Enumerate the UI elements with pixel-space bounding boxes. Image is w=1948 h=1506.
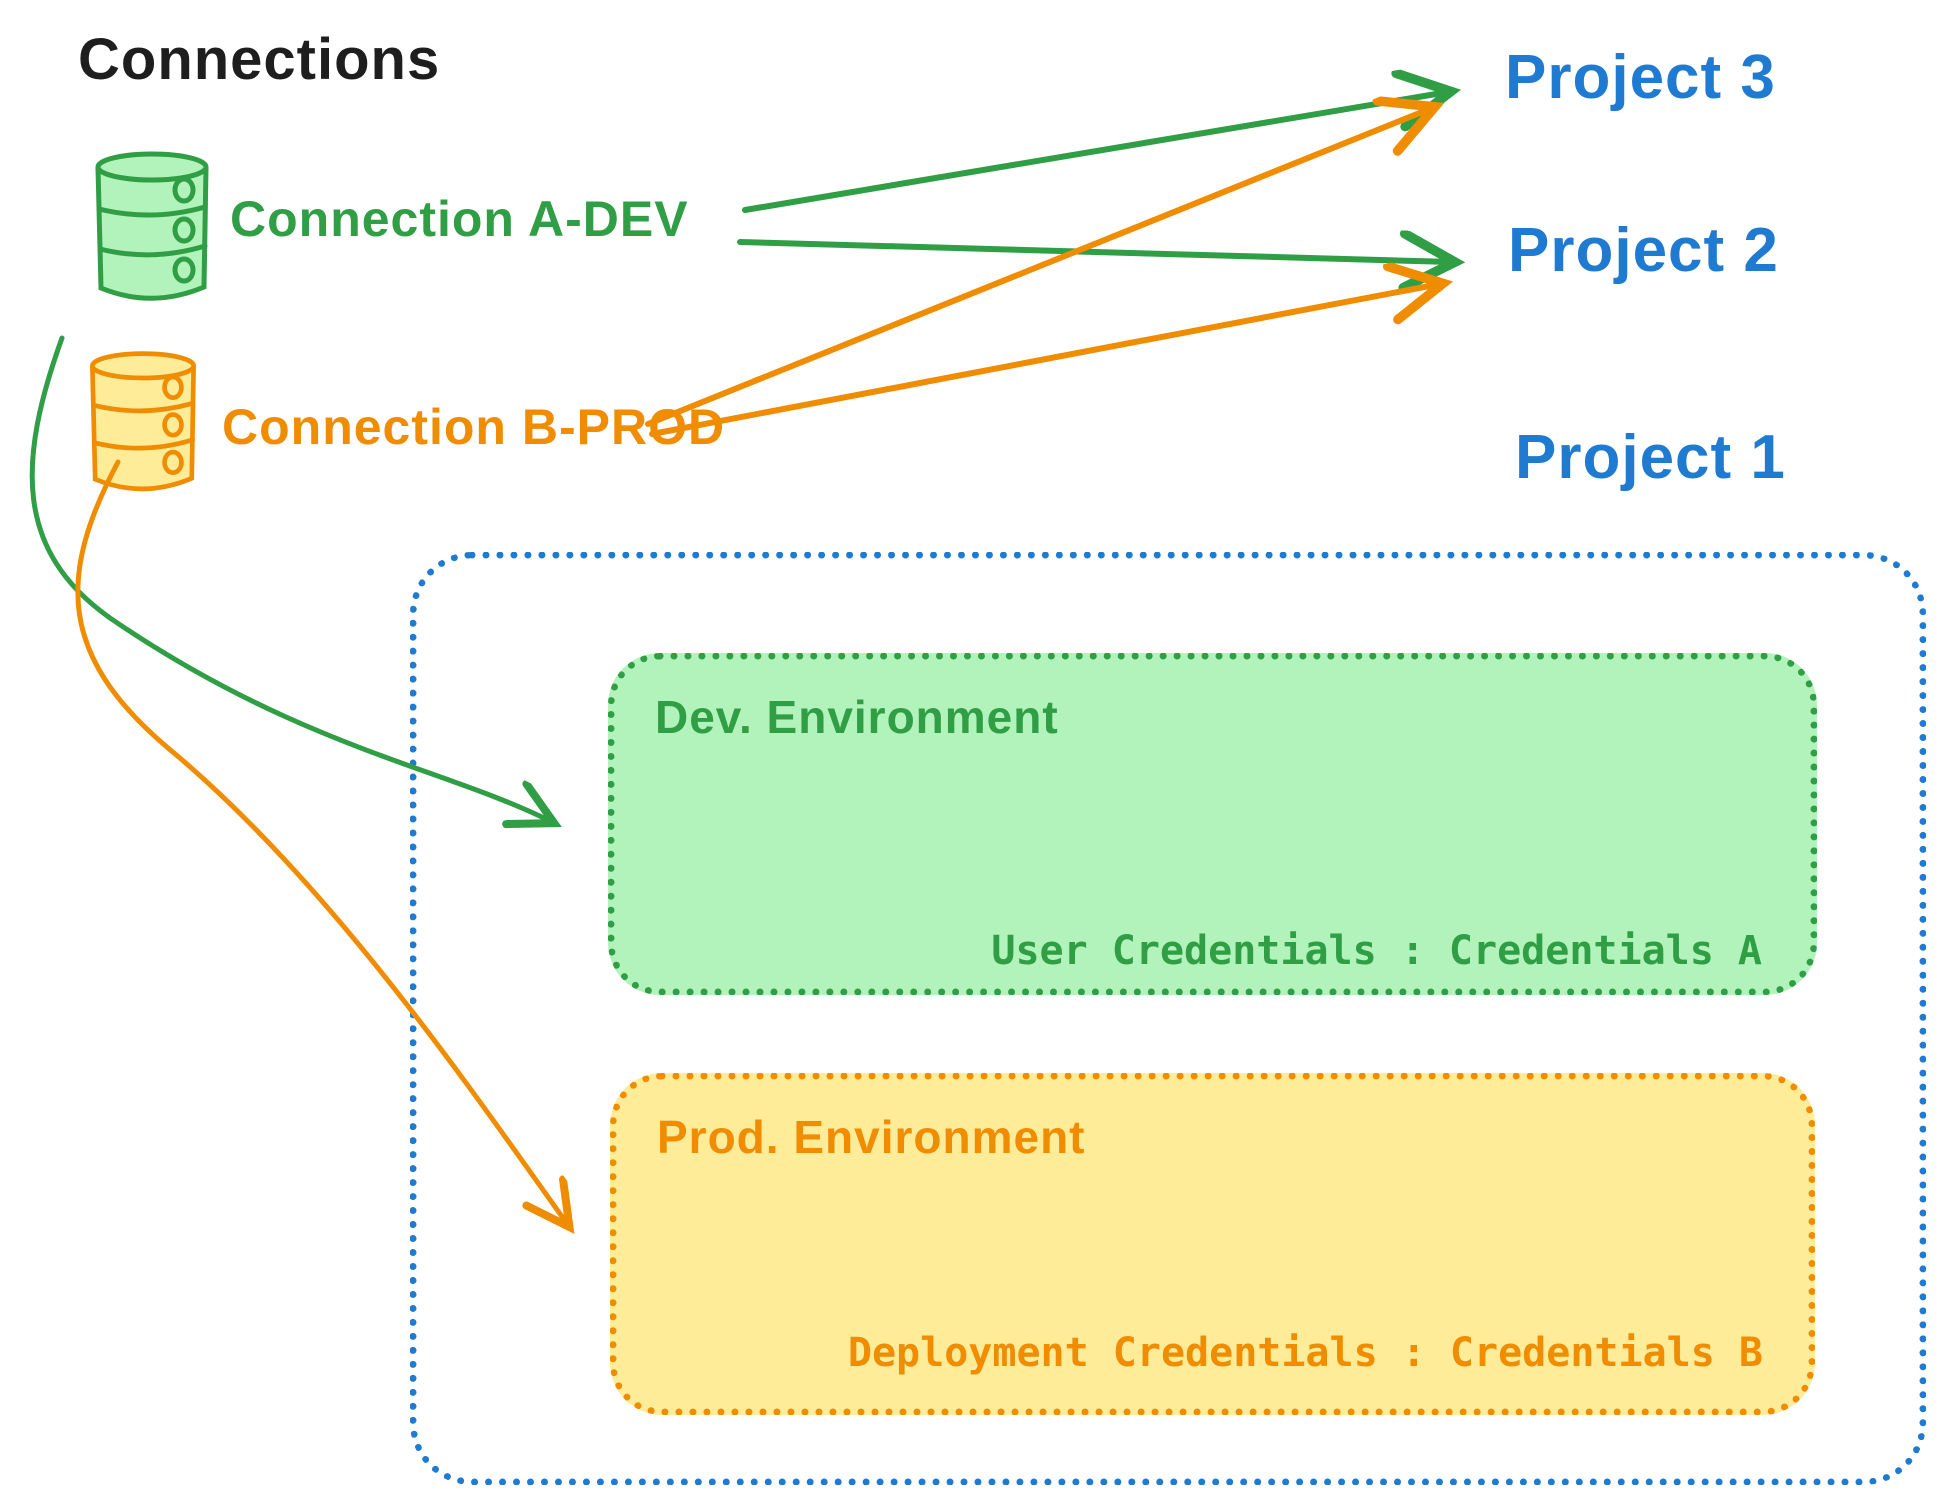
project-1-label: Project 1 <box>1515 423 1786 492</box>
prod-environment-credentials: Deployment Credentials : Credentials B <box>847 1330 1763 1376</box>
prod-environment-box <box>610 1073 1815 1415</box>
project-2-label: Project 2 <box>1508 216 1779 285</box>
connections-title: Connections <box>78 27 441 92</box>
project-3-label: Project 3 <box>1505 43 1776 112</box>
arrow-b-prod-to-project-3 <box>645 108 1432 427</box>
database-icon-dev <box>92 148 212 308</box>
dev-environment-title: Dev. Environment <box>655 691 1059 743</box>
connection-b-prod-label: Connection B-PROD <box>222 399 726 455</box>
database-icon <box>90 351 196 492</box>
arrow-a-dev-to-project-3 <box>742 92 1448 213</box>
dev-environment-credentials: User Credentials : Credentials A <box>991 928 1762 974</box>
prod-environment-title: Prod. Environment <box>657 1111 1086 1163</box>
arrow-a-dev-to-project-2 <box>737 242 1452 262</box>
database-icon <box>95 151 209 301</box>
arrow-b-prod-to-project-2 <box>649 284 1440 437</box>
database-icon-prod <box>86 348 200 498</box>
connection-a-dev-label: Connection A-DEV <box>230 191 689 247</box>
dev-environment-box <box>608 653 1817 995</box>
